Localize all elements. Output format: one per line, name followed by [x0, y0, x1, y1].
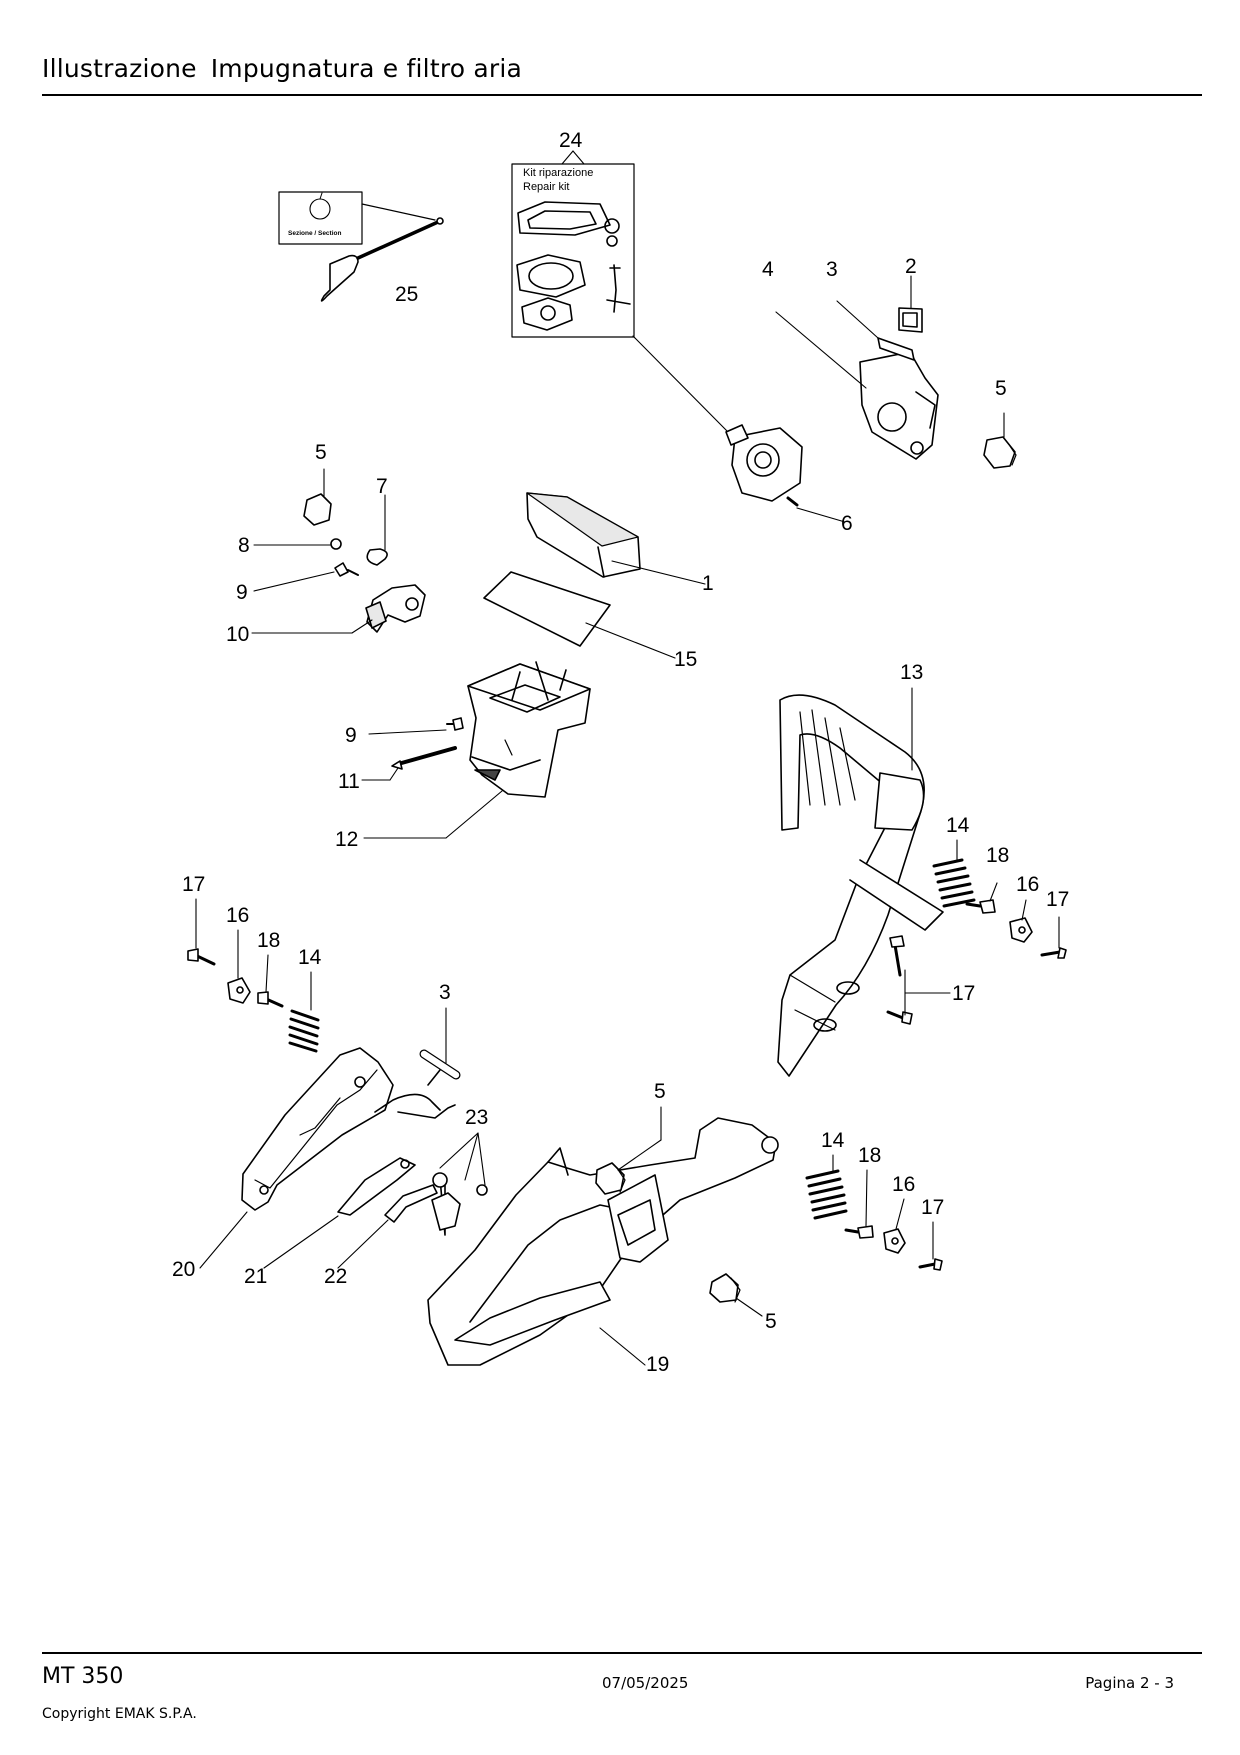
repair-kit-label-it: Kit riparazione: [523, 167, 593, 179]
title-text: Impugnatura e filtro aria: [210, 54, 523, 83]
buffer-part-5-right: [983, 412, 1017, 469]
pin-part-3-lower: [419, 1007, 461, 1080]
callout-10: 10: [226, 623, 249, 646]
lever-part-22: [337, 1184, 438, 1269]
callout-9-lower: 9: [345, 724, 357, 747]
carburetor-part-6: [725, 424, 846, 523]
callout-16-right: 16: [1016, 873, 1039, 896]
bolt-part-11: [361, 746, 457, 781]
spring-part-14-left: [288, 971, 320, 1053]
spring-part-23: [374, 1069, 488, 1236]
cap-part-16-lower: [883, 1198, 906, 1254]
page-header: Illustrazione Impugnatura e filtro aria: [42, 50, 1202, 96]
page-footer: MT 350 07/05/2025 Pagina 2 - 3 Copyright…: [42, 1652, 1202, 1744]
callout-21: 21: [244, 1265, 267, 1288]
filter-screen-part-15: [483, 571, 676, 659]
choke-lever-part-10: [251, 584, 426, 634]
callout-20: 20: [172, 1258, 195, 1281]
screw-part-18-right: [965, 882, 998, 914]
callout-6: 6: [841, 512, 853, 535]
repair-kit-box: [511, 150, 635, 338]
bracket-part-4: [775, 311, 939, 460]
section-label: Illustrazione: [42, 54, 197, 83]
callout-5-left: 5: [315, 441, 327, 464]
section-label: Sezione / Section: [288, 230, 341, 237]
screw-part-17-left: [187, 898, 216, 966]
callout-22: 22: [324, 1265, 347, 1288]
callout-7: 7: [376, 475, 388, 498]
screwdriver-part-25: [320, 203, 444, 302]
screw-part-17-lower: [918, 1221, 943, 1271]
pad-part-2: [898, 275, 923, 333]
callout-3-lower: 3: [439, 981, 451, 1004]
callout-5-low: 5: [765, 1310, 777, 1333]
callout-numbers: 24 25 4 3 2 5 5 7 8 9 10 6 1 15 13 9 11 …: [172, 129, 1069, 1376]
spring-part-14-lower: [805, 1154, 848, 1220]
callout-23: 23: [465, 1106, 488, 1129]
buffer-part-5-low: [709, 1273, 763, 1317]
callout-3-top: 3: [826, 258, 838, 281]
screw-part-18-left: [257, 954, 284, 1008]
rubber-part-3: [836, 300, 915, 361]
callout-14-right: 14: [946, 814, 970, 837]
repair-kit-label-en: Repair kit: [523, 181, 569, 193]
spring-part-14-right: [932, 839, 976, 908]
callout-17-left: 17: [182, 873, 205, 896]
filter-base-part-12: [363, 661, 591, 839]
print-date: 07/05/2025: [602, 1674, 689, 1692]
callout-18-lower: 18: [858, 1144, 881, 1167]
callout-17-lower: 17: [921, 1196, 944, 1219]
screw-part-17-right: [1040, 916, 1067, 959]
screw-part-8: [253, 538, 342, 550]
knob-part-5-left: [303, 468, 332, 526]
callout-11: 11: [338, 770, 360, 793]
air-filter-part-1: [526, 492, 706, 585]
screw-part-18-lower: [844, 1169, 874, 1239]
callout-9-upper: 9: [236, 581, 248, 604]
clip-part-7: [366, 494, 388, 566]
callout-2: 2: [905, 255, 917, 278]
callout-25: 25: [395, 283, 418, 306]
callout-14-lower: 14: [821, 1129, 845, 1152]
copyright: Copyright EMAK S.P.A.: [42, 1706, 197, 1722]
callout-14-left: 14: [298, 946, 322, 969]
screw-part-9-upper: [253, 562, 359, 592]
callout-16-lower: 16: [892, 1173, 915, 1196]
cap-part-16-right: [1009, 899, 1033, 943]
callout-12: 12: [335, 828, 358, 851]
callout-17-right: 17: [1046, 888, 1069, 911]
callout-16-left: 16: [226, 904, 249, 927]
callout-8: 8: [238, 534, 250, 557]
trigger-housing-part-20: [199, 1047, 394, 1269]
callout-18-left: 18: [257, 929, 280, 952]
callout-4: 4: [762, 258, 774, 281]
section-box: [278, 191, 363, 245]
callout-5-right: 5: [995, 377, 1007, 400]
screw-part-17-mid: [886, 935, 951, 1025]
callout-19: 19: [646, 1353, 669, 1376]
callout-24: 24: [559, 129, 583, 152]
callout-13: 13: [900, 661, 923, 684]
rear-handle-part-19: [427, 1117, 779, 1366]
callout-17-mid: 17: [952, 982, 975, 1005]
front-handle-part-13: [777, 687, 944, 1077]
screw-part-9-lower: [368, 717, 464, 735]
buffer-part-5-mid: [595, 1106, 662, 1195]
callout-18-right: 18: [986, 844, 1009, 867]
kit-leader-line: [632, 335, 729, 433]
callout-5-mid: 5: [654, 1080, 666, 1103]
page-number: Pagina 2 - 3: [1085, 1674, 1174, 1692]
callout-1: 1: [702, 572, 714, 595]
page-title: Illustrazione Impugnatura e filtro aria: [42, 54, 522, 83]
cap-part-16-left: [227, 929, 251, 1004]
trigger-part-21: [263, 1157, 416, 1269]
callout-15: 15: [674, 648, 697, 671]
model-name: MT 350: [42, 1664, 124, 1689]
